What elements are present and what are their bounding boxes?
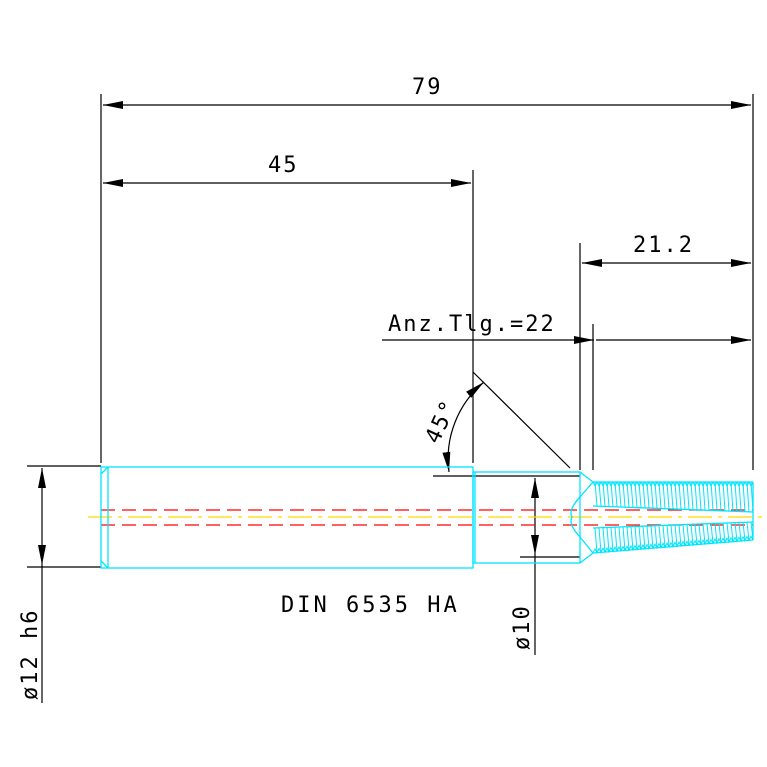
extension-lines bbox=[27, 94, 754, 568]
dim-text-21-2: 21.2 bbox=[633, 233, 694, 258]
neck bbox=[472, 471, 581, 564]
dim-text-dia10: ø10 bbox=[510, 604, 535, 650]
dimension-lines bbox=[38, 101, 751, 703]
dim-text-dia12: ø12 h6 bbox=[18, 609, 43, 700]
angle-arc bbox=[442, 381, 485, 473]
axis-lines bbox=[88, 509, 767, 526]
dim-text-45: 45 bbox=[268, 153, 299, 178]
dim-text-79: 79 bbox=[412, 75, 443, 100]
dim-text-teeth: Anz.Tlg.=22 bbox=[388, 312, 556, 337]
part-designation: DIN 6535 HA bbox=[281, 593, 460, 618]
thread-teeth bbox=[592, 480, 754, 554]
angle-leg bbox=[472, 371, 571, 469]
dim-text-angle: 45° bbox=[421, 396, 463, 448]
